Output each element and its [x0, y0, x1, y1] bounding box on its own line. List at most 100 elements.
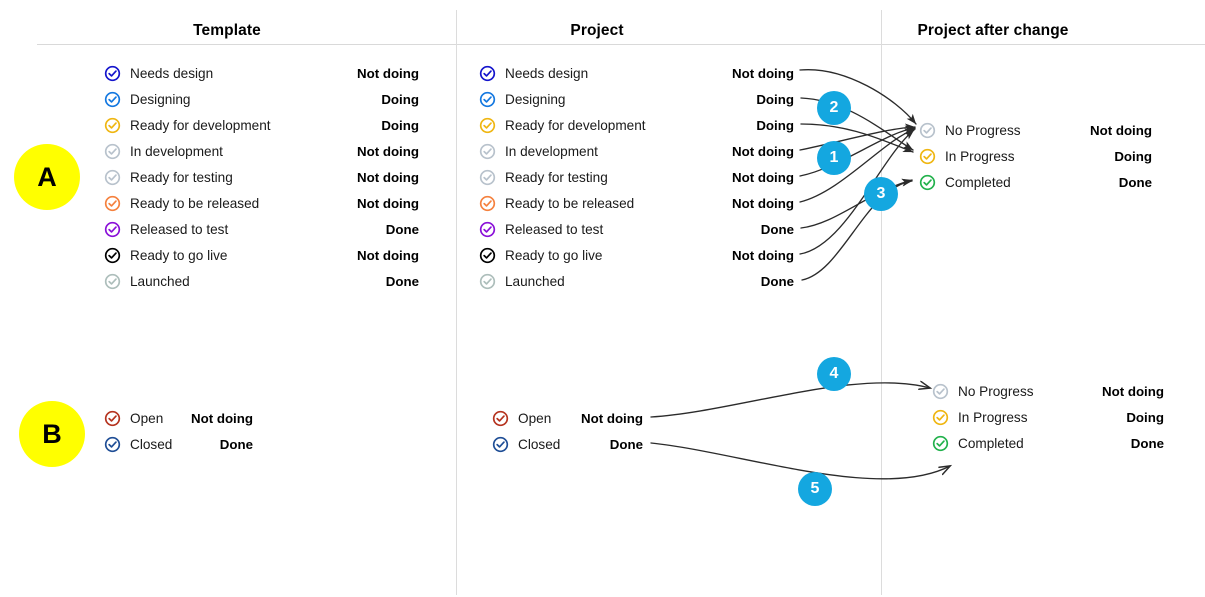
check-circle-icon [479, 65, 496, 81]
check-circle-icon [104, 273, 121, 289]
header-underline-project-after [882, 44, 1205, 45]
status-label: Open [518, 410, 552, 426]
check-circle-icon [104, 221, 121, 237]
status-label: Launched [130, 273, 190, 289]
status-row[interactable]: No Progress [919, 120, 1021, 140]
check-circle-icon [479, 117, 496, 133]
status-label: Ready for testing [505, 169, 608, 185]
status-label: In development [130, 143, 223, 159]
status-row[interactable]: Needs design [479, 63, 588, 83]
check-circle-icon [492, 410, 509, 426]
status-label: Released to test [505, 221, 604, 237]
status-label: Closed [130, 436, 173, 452]
status-value: Not doing [356, 248, 419, 263]
status-row[interactable]: Closed [492, 434, 560, 454]
status-value: Not doing [731, 170, 794, 185]
status-value: Done [385, 222, 419, 237]
check-circle-icon [479, 247, 496, 263]
check-circle-icon [104, 143, 121, 159]
status-label: In development [505, 143, 598, 159]
step-badge-3: 3 [864, 177, 898, 211]
check-circle-icon [479, 221, 496, 237]
arrow-a-1 [799, 69, 917, 125]
status-value: Done [760, 222, 794, 237]
status-row[interactable]: In Progress [932, 407, 1028, 427]
check-circle-icon [479, 273, 496, 289]
status-value: Doing [756, 118, 794, 133]
status-label: Ready to go live [505, 247, 603, 263]
status-value: Done [385, 274, 419, 289]
status-row[interactable]: Ready to go live [479, 245, 602, 265]
status-value: Not doing [731, 66, 794, 81]
status-row[interactable]: Ready to go live [104, 245, 227, 265]
check-circle-icon [104, 195, 121, 211]
status-row[interactable]: Ready for testing [479, 167, 608, 187]
section-badge-a: A [14, 144, 80, 210]
arrow-a-2 [799, 123, 916, 151]
check-circle-icon [492, 436, 509, 452]
status-row[interactable]: Completed [919, 172, 1011, 192]
status-row[interactable]: Ready to be released [479, 193, 634, 213]
status-value: Doing [381, 118, 419, 133]
column-title-project-after: Project after change [917, 22, 1069, 39]
status-label: Designing [130, 91, 191, 107]
status-row[interactable]: Released to test [104, 219, 228, 239]
status-label: Designing [505, 91, 566, 107]
status-label: Ready for development [130, 117, 271, 133]
check-circle-icon [104, 91, 121, 107]
check-circle-icon [932, 383, 949, 399]
check-circle-icon [104, 410, 121, 426]
status-row[interactable]: Closed [104, 434, 172, 454]
status-value: Doing [1126, 410, 1164, 425]
status-value: Not doing [356, 144, 419, 159]
status-value: Not doing [580, 411, 643, 426]
status-value: Doing [1114, 149, 1152, 164]
check-circle-icon [479, 91, 496, 107]
status-label: Ready to be released [505, 195, 635, 211]
status-row[interactable]: Ready for development [104, 115, 271, 135]
status-value: Not doing [731, 144, 794, 159]
step-badge-5: 5 [798, 472, 832, 506]
check-circle-icon [104, 65, 121, 81]
step-badge-1: 1 [817, 141, 851, 175]
check-circle-icon [479, 143, 496, 159]
check-circle-icon [104, 117, 121, 133]
status-row[interactable]: Launched [104, 271, 190, 291]
status-row[interactable]: In development [479, 141, 598, 161]
check-circle-icon [919, 174, 936, 190]
status-label: Needs design [130, 65, 214, 81]
step-badge-2: 2 [817, 91, 851, 125]
check-circle-icon [932, 409, 949, 425]
status-value: Doing [756, 92, 794, 107]
column-divider-left [456, 10, 457, 595]
status-row[interactable]: Ready to be released [104, 193, 259, 213]
status-label: Closed [518, 436, 561, 452]
status-row[interactable]: Released to test [479, 219, 603, 239]
status-row[interactable]: Open [492, 408, 551, 428]
status-row[interactable]: No Progress [932, 381, 1034, 401]
status-row[interactable]: Designing [104, 89, 190, 109]
status-row[interactable]: Needs design [104, 63, 213, 83]
status-row[interactable]: Open [104, 408, 163, 428]
status-row[interactable]: Ready for testing [104, 167, 233, 187]
status-row[interactable]: Designing [479, 89, 565, 109]
arrow-a-7 [800, 123, 914, 153]
status-value: Done [609, 437, 643, 452]
status-row[interactable]: Ready for development [479, 115, 646, 135]
check-circle-icon [104, 169, 121, 185]
status-row[interactable]: Launched [479, 271, 565, 291]
status-value: Done [219, 437, 253, 452]
status-label: Completed [958, 435, 1024, 451]
check-circle-icon [932, 435, 949, 451]
status-label: Launched [505, 273, 565, 289]
check-circle-icon [919, 122, 936, 138]
status-row[interactable]: In Progress [919, 146, 1015, 166]
status-label: Open [130, 410, 164, 426]
check-circle-icon [479, 195, 496, 211]
check-circle-icon [919, 148, 936, 164]
arrow-b-4 [650, 383, 930, 418]
status-value: Not doing [356, 196, 419, 211]
status-row[interactable]: In development [104, 141, 223, 161]
status-value: Doing [381, 92, 419, 107]
